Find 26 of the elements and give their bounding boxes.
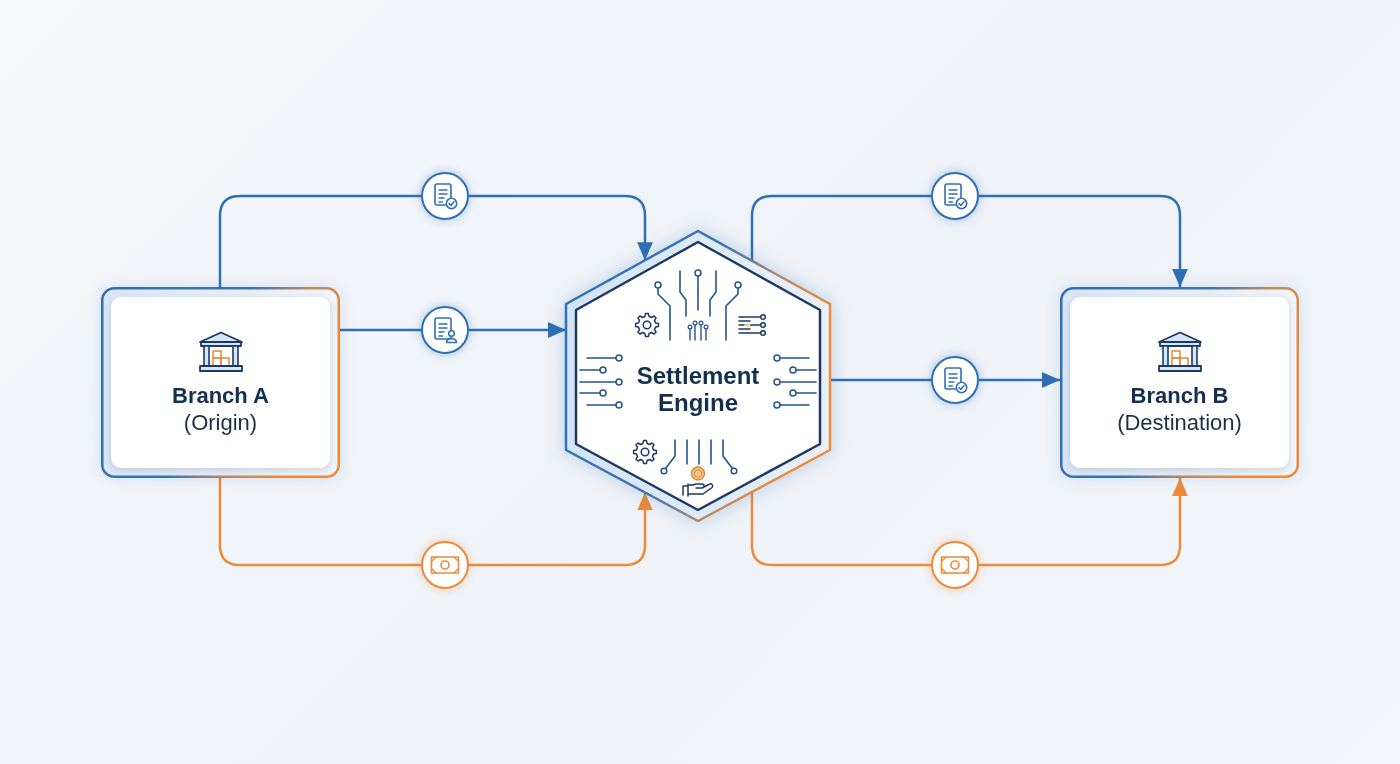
connector-line <box>750 491 931 567</box>
connector-arrow <box>979 194 1188 287</box>
branch-card <box>101 287 340 478</box>
engine-title: Settlement Engine <box>636 362 760 416</box>
connector-line <box>218 478 421 567</box>
connector-arrow <box>469 322 566 338</box>
step-circle <box>421 306 469 354</box>
step-circle <box>931 541 979 589</box>
step-circle <box>421 541 469 589</box>
step-circle <box>931 172 979 220</box>
connector-arrow <box>979 372 1060 388</box>
step-circle <box>421 172 469 220</box>
connector-line <box>830 378 931 382</box>
connector-arrow <box>469 194 653 261</box>
branch-card <box>1060 287 1299 478</box>
connector-line <box>750 194 931 261</box>
engine-hexagon <box>564 229 832 523</box>
node-subtitle: (Origin) <box>183 408 258 436</box>
connector-arrow <box>979 478 1188 567</box>
step-circle <box>931 356 979 404</box>
node-subtitle: (Destination) <box>1117 408 1242 436</box>
connector-line <box>340 328 421 332</box>
connector-line <box>218 194 421 287</box>
node-title: Branch B <box>1130 381 1229 409</box>
node-title: Branch A <box>172 381 269 409</box>
connector-arrow <box>469 492 653 567</box>
